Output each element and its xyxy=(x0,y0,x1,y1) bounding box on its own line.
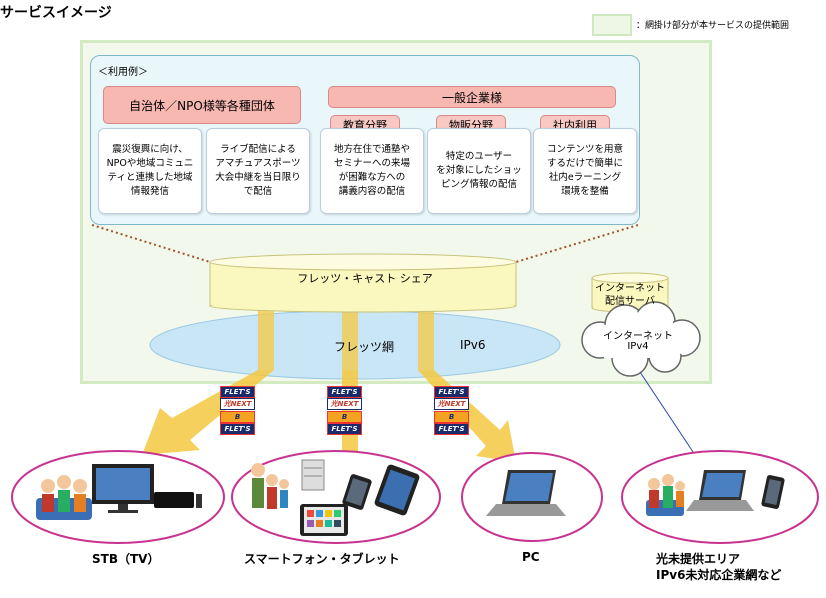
stb-box-icon xyxy=(154,492,202,508)
flets-hikari-badge: 光NEXT xyxy=(220,398,255,410)
usage-card: 地方在住で通塾や セミナーへの来場 が困難な方への 講義内容の配信 xyxy=(320,128,424,214)
family-icon xyxy=(646,474,685,516)
flets-hikari-badge: 光NEXT xyxy=(434,398,469,410)
smartphone-icon xyxy=(342,474,372,510)
flets-b-badge: B xyxy=(220,411,255,423)
flets-hikari-badge: 光NEXT xyxy=(327,398,362,410)
flets-badge: FLET'S xyxy=(434,423,469,435)
stream-bar-3 xyxy=(418,300,434,370)
flets-badge: FLET'S xyxy=(327,423,362,435)
tablet-apps-icon xyxy=(300,504,348,536)
device-label-smartphone: スマートフォン・タブレット xyxy=(244,552,400,566)
legend-text: ：網掛け部分が本サービスの提供範囲 xyxy=(636,21,790,31)
usage-card: ライブ配信による アマチュアスポーツ 大会中継を当日限り で配信 xyxy=(206,128,310,214)
device-label-stb: STB（TV） xyxy=(92,552,160,566)
device-label-unserved-sub: IPv6未対応企業網など xyxy=(656,568,782,582)
internet-cloud-protocol: IPv4 xyxy=(627,341,649,352)
group-municipality: 自治体／NPO様等各種団体 xyxy=(103,86,301,124)
server-cylinder-top xyxy=(591,272,669,284)
usage-examples-label: ＜利用例＞ xyxy=(98,67,148,78)
flets-badge: FLET'S xyxy=(434,386,469,398)
smartphone-icon xyxy=(761,475,785,509)
tv-icon xyxy=(92,464,154,513)
family-icon xyxy=(36,475,92,520)
usage-card: 震災復興に向け、 NPOや地域コミュニ ティと連携した地域 情報発信 xyxy=(98,128,202,214)
flets-b-badge: B xyxy=(434,411,469,423)
flets-badge: FLET'S xyxy=(220,386,255,398)
legend-swatch xyxy=(592,14,632,36)
device-label-pc: PC xyxy=(522,550,540,564)
family-icon xyxy=(251,463,289,509)
network-name: フレッツ網 xyxy=(334,340,395,354)
usage-card: コンテンツを用意 するだけで簡単に 社内eラーニング 環境を整備 xyxy=(533,128,637,214)
stream-bar-1 xyxy=(258,300,274,370)
flets-badge: FLET'S xyxy=(220,423,255,435)
dotted-connector-left xyxy=(91,224,211,263)
server-icon xyxy=(301,459,325,491)
group-enterprise: 一般企業様 xyxy=(328,86,616,108)
cylinder-top xyxy=(209,253,517,271)
internet-cloud-label: インターネット xyxy=(603,331,673,342)
flets-b-badge: B xyxy=(327,411,362,423)
page-title: サービスイメージ xyxy=(0,5,112,21)
flets-badge: FLET'S xyxy=(327,386,362,398)
laptop-icon xyxy=(486,470,566,516)
usage-card: 特定のユーザー を対象にしたショッ ピング情報の配信 xyxy=(427,128,531,214)
network-protocol: IPv6 xyxy=(460,338,486,352)
tablet-icon xyxy=(374,464,420,516)
laptop-icon xyxy=(686,470,754,511)
dotted-connector-right xyxy=(515,224,639,263)
service-name: フレッツ・キャスト シェア xyxy=(297,272,433,285)
stream-bar-2 xyxy=(342,300,358,370)
device-label-unserved: 光未提供エリア xyxy=(656,552,741,566)
internet-server-label: インターネット 配信サーバ xyxy=(595,283,665,307)
